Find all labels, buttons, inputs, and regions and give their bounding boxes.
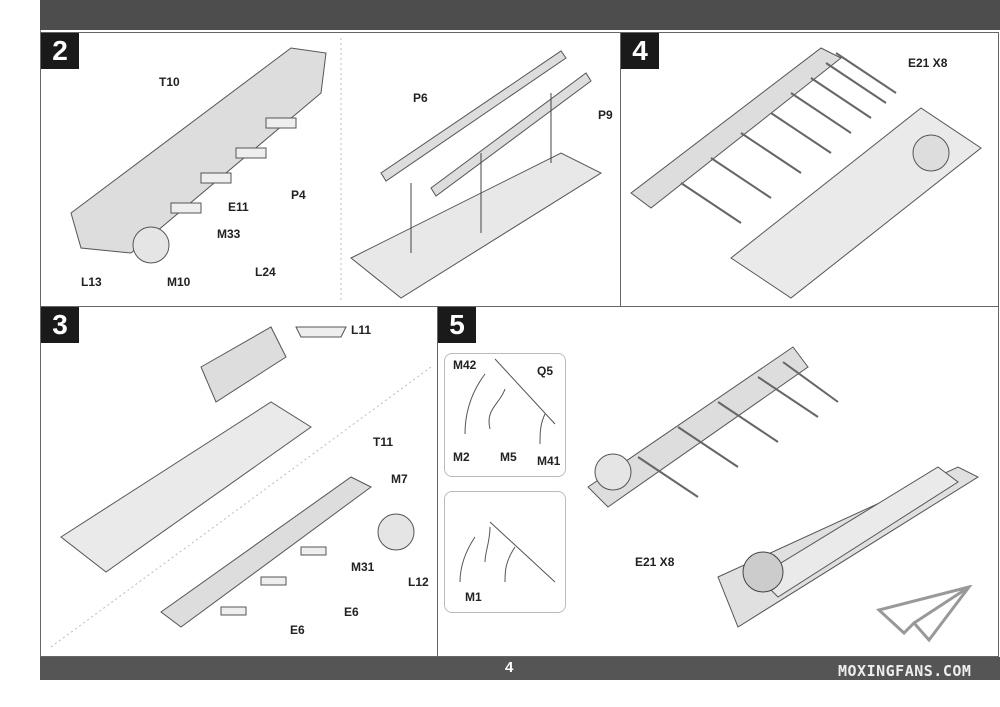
part-label: M31 [351,560,375,574]
step-2-diagram [70,38,603,303]
part-label: L11 [351,323,372,337]
step-4-panel: 4 E21 X8 [620,32,999,307]
part-label: M1 [465,590,482,604]
part-label: E6 [344,605,359,619]
part-label: P9 [598,108,613,122]
part-label: P4 [291,188,306,202]
watermark-text: MOXINGFANS.COM [838,662,972,680]
part-label: M2 [453,450,470,464]
part-label: E11 [228,200,249,214]
detail-inset-1: M42 Q5 M2 M5 M41 [444,353,566,477]
part-label: M7 [391,472,408,486]
detail-inset-2: M1 [444,491,566,613]
paper-plane-logo [875,585,973,643]
part-label: M41 [537,454,561,468]
part-label: M33 [217,227,241,241]
part-label: L12 [408,575,429,589]
step-3-panel: 3 L11 T11 M7 M31 L12 E6 E6 [40,306,439,657]
step-4-diagram [630,47,982,299]
part-label: M5 [500,450,517,464]
step-5-panel: 5 M42 Q5 M2 M5 M41 M1 E21 X8 [437,306,999,657]
part-label: E21 X8 [908,56,948,70]
step-badge: 5 [438,307,476,343]
top-bar [40,0,1000,30]
bottom-bar [40,657,1000,680]
part-label: Q5 [537,364,554,378]
step-3-diagram [50,326,432,648]
step-badge: 2 [41,33,79,69]
step-2-panel: 2 T10 P4 E11 M33 L24 L13 M10 P6 P9 [40,32,622,307]
part-label: L13 [81,275,102,289]
part-label: L24 [255,265,276,279]
part-label: E6 [290,623,305,637]
part-label: M10 [167,275,191,289]
part-label: E21 X8 [635,555,675,569]
part-label: T10 [159,75,180,89]
step-badge: 3 [41,307,79,343]
part-label: T11 [373,435,394,449]
part-label: P6 [413,91,428,105]
page-number: 4 [505,659,514,676]
step-badge: 4 [621,33,659,69]
part-label: M42 [453,358,477,372]
